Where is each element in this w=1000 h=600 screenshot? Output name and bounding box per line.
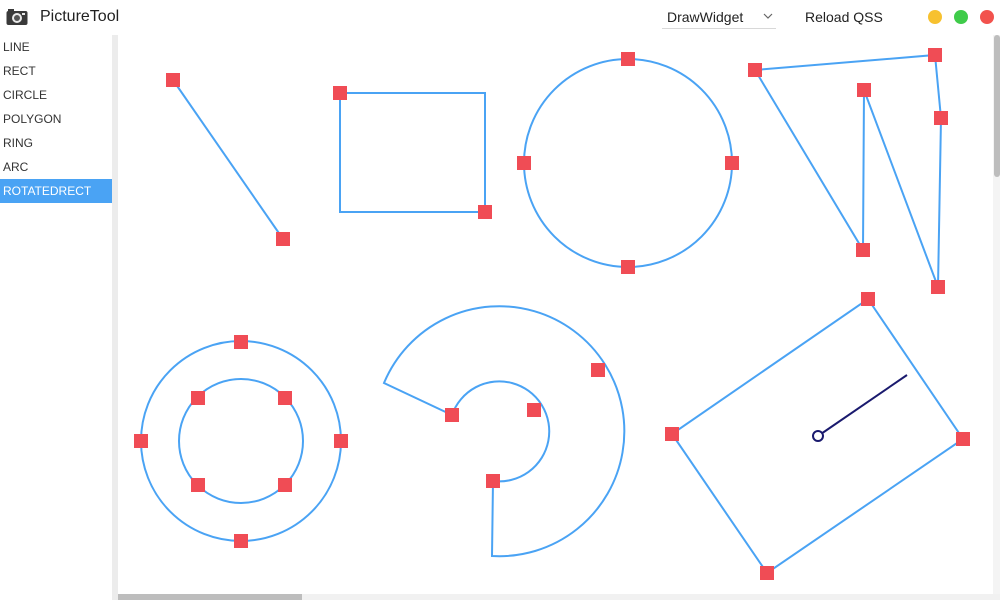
rect-shape[interactable] (339, 92, 486, 213)
sidebar-item-label: RING (3, 136, 33, 150)
polygon-handle[interactable] (856, 243, 870, 257)
polygon-handle[interactable] (748, 63, 762, 77)
sidebar-item-arc[interactable]: ARC (0, 155, 112, 179)
rotatedrect-handle[interactable] (665, 427, 679, 441)
rect-handle[interactable] (478, 205, 492, 219)
reload-qss-button[interactable]: Reload QSS (800, 6, 884, 28)
app-title: PictureTool (40, 8, 120, 25)
shape-list: LINE RECT CIRCLE POLYGON RING ARC ROTATE… (0, 35, 112, 600)
ring-handle[interactable] (134, 434, 148, 448)
widget-select-value: DrawWidget (667, 9, 744, 25)
sidebar-item-label: RECT (3, 64, 36, 78)
maximize-button[interactable] (954, 10, 968, 24)
ring-handle[interactable] (278, 478, 292, 492)
circle-handle[interactable] (725, 156, 739, 170)
ring-outer-shape[interactable] (140, 340, 342, 542)
arc-shape[interactable] (382, 305, 626, 558)
vertical-scrollbar[interactable] (993, 35, 1000, 594)
polygon-handle[interactable] (928, 48, 942, 62)
circle-shape[interactable] (523, 58, 733, 268)
rotatedrect-handle[interactable] (956, 432, 970, 446)
polygon-handle[interactable] (857, 83, 871, 97)
ring-inner-shape[interactable] (178, 378, 304, 504)
sidebar-item-label: POLYGON (3, 112, 62, 126)
ring-handle[interactable] (234, 534, 248, 548)
sidebar-item-label: LINE (3, 40, 30, 54)
circle-handle[interactable] (517, 156, 531, 170)
horizontal-scrollbar-thumb[interactable] (118, 594, 302, 600)
sidebar-item-ring[interactable]: RING (0, 131, 112, 155)
title-bar: PictureTool DrawWidget Reload QSS (0, 0, 1000, 35)
sidebar-item-label: CIRCLE (3, 88, 48, 102)
line-shape[interactable] (172, 79, 284, 240)
chevron-down-icon (763, 13, 773, 19)
draw-canvas[interactable] (118, 35, 993, 594)
polygon-handle[interactable] (931, 280, 945, 294)
line-handle[interactable] (276, 232, 290, 246)
circle-handle[interactable] (621, 52, 635, 66)
horizontal-scrollbar[interactable] (118, 594, 1000, 600)
sidebar-item-line[interactable]: LINE (0, 35, 112, 59)
sidebar-item-rotatedrect[interactable]: ROTATEDRECT (0, 179, 112, 203)
minimize-button[interactable] (928, 10, 942, 24)
ring-handle[interactable] (191, 391, 205, 405)
sidebar-item-circle[interactable]: CIRCLE (0, 83, 112, 107)
close-button[interactable] (980, 10, 994, 24)
rotatedrect-handle[interactable] (861, 292, 875, 306)
arc-handle[interactable] (591, 363, 605, 377)
sidebar-item-label: ARC (3, 160, 29, 174)
rotation-handle-line[interactable] (817, 374, 908, 437)
camera-icon (6, 9, 28, 25)
rotatedrect-handle[interactable] (760, 566, 774, 580)
sidebar-item-rect[interactable]: RECT (0, 59, 112, 83)
arc-handle[interactable] (527, 403, 541, 417)
ring-handle[interactable] (278, 391, 292, 405)
sidebar-item-label: ROTATEDRECT (3, 184, 92, 198)
ring-handle[interactable] (334, 434, 348, 448)
arc-handle[interactable] (486, 474, 500, 488)
widget-select[interactable]: DrawWidget (662, 6, 776, 29)
circle-handle[interactable] (621, 260, 635, 274)
vertical-scrollbar-thumb[interactable] (994, 35, 1000, 177)
sidebar-item-polygon[interactable]: POLYGON (0, 107, 112, 131)
line-handle[interactable] (166, 73, 180, 87)
polygon-handle[interactable] (934, 111, 948, 125)
rotation-handle-center[interactable] (812, 430, 824, 442)
rect-handle[interactable] (333, 86, 347, 100)
arc-handle[interactable] (445, 408, 459, 422)
ring-handle[interactable] (191, 478, 205, 492)
polygon-shape[interactable] (753, 53, 943, 288)
reload-qss-label: Reload QSS (805, 9, 883, 25)
splitter[interactable] (112, 35, 118, 600)
ring-handle[interactable] (234, 335, 248, 349)
